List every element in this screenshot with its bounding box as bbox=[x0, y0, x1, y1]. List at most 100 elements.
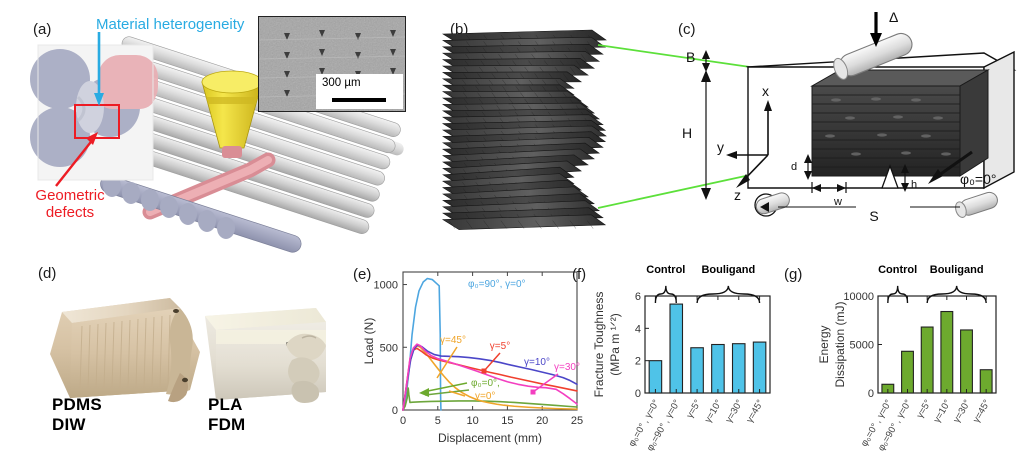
x-tick-label: 25 bbox=[571, 415, 583, 427]
material-heterogeneity-label: Material heterogeneity bbox=[96, 16, 245, 33]
load-curve-1 bbox=[402, 387, 578, 411]
extruded-filament bbox=[142, 152, 276, 220]
label-S: S bbox=[869, 208, 878, 224]
label-w: w bbox=[833, 196, 842, 208]
geometric-defects-line2: defects bbox=[45, 203, 95, 221]
x-axis-title: Displacement (mm) bbox=[438, 431, 542, 445]
bar bbox=[940, 310, 954, 394]
bar bbox=[648, 360, 663, 394]
bar bbox=[731, 343, 746, 394]
panel-d-label: (d) bbox=[38, 265, 57, 282]
specimen-pdms-diw bbox=[50, 298, 200, 403]
curve-label-leader bbox=[532, 373, 559, 393]
x-category-label: γ=45° bbox=[744, 398, 766, 425]
x-tick-label: 5 bbox=[435, 415, 441, 427]
x-tick-label: 15 bbox=[501, 415, 513, 427]
load-roller bbox=[833, 32, 913, 80]
dim-w bbox=[811, 182, 847, 193]
curve-annotation: γ=5° bbox=[490, 341, 510, 352]
support-roller-left bbox=[754, 192, 790, 217]
pla-label-line1: PLA bbox=[208, 395, 243, 414]
three-point-bend-schematic: Δ S bbox=[597, 9, 1017, 224]
label-axis-y: y bbox=[717, 139, 724, 155]
label-d: d bbox=[791, 161, 797, 173]
curve-annotation: γ=10° bbox=[524, 357, 550, 368]
curve-label-leader bbox=[424, 389, 470, 396]
defect-highlight-box bbox=[74, 104, 120, 139]
x-category-label: γ=10° bbox=[932, 398, 954, 425]
y-tick-label: 5000 bbox=[850, 340, 874, 352]
curve-annotation: φ₀=90°, γ=0° bbox=[468, 279, 526, 290]
dim-B bbox=[702, 50, 710, 72]
load-curve-4 bbox=[402, 344, 578, 411]
bar bbox=[690, 347, 704, 394]
bar bbox=[752, 341, 767, 394]
plot-frame bbox=[877, 295, 997, 394]
bar bbox=[669, 303, 684, 394]
load-curve-5 bbox=[402, 343, 578, 411]
x-category-label: γ=10° bbox=[703, 398, 725, 425]
pdms-label-line1: PDMS bbox=[52, 395, 102, 414]
bar bbox=[901, 350, 914, 394]
sem-scalebar-line bbox=[332, 98, 386, 102]
x-category-label: γ=5° bbox=[684, 398, 703, 420]
y-axis-title: Load (N) bbox=[362, 318, 376, 365]
phi0-arrow bbox=[928, 150, 973, 184]
sem-scalebar-label: 300 µm bbox=[322, 77, 361, 89]
curve-annotation: γ=30° bbox=[554, 362, 580, 373]
y-axis-title-line1: Energy bbox=[817, 325, 831, 363]
label-axis-x: x bbox=[762, 83, 769, 99]
pla-label-line2: FDM bbox=[208, 415, 245, 434]
foreground-rod-row bbox=[100, 175, 302, 253]
nozzle-icon bbox=[201, 70, 263, 158]
dim-h bbox=[901, 164, 909, 192]
y-axis-title-line1: Fracture Toughness bbox=[592, 292, 606, 398]
y-tick-label: 0 bbox=[868, 388, 874, 400]
bar bbox=[960, 329, 973, 394]
y-tick-label: 1000 bbox=[374, 280, 398, 292]
x-category-label: γ=30° bbox=[951, 398, 973, 425]
coordinate-axes bbox=[726, 100, 772, 188]
y-tick-label: 6 bbox=[635, 291, 641, 303]
curve-label-marker bbox=[530, 389, 536, 395]
material-heterogeneity-arrow bbox=[94, 32, 104, 106]
curve-annotation: γ=45° bbox=[440, 335, 466, 346]
y-tick-label: 500 bbox=[380, 342, 398, 354]
dim-H bbox=[701, 70, 711, 200]
panel-c: (c) bbox=[597, 0, 1024, 250]
group-label: Bouligand bbox=[930, 264, 984, 276]
panel-a-label: (a) bbox=[33, 21, 52, 38]
specimen-pla-fdm bbox=[205, 308, 326, 403]
sem-inset-image: 300 µm bbox=[258, 16, 406, 112]
y-tick-label: 10000 bbox=[843, 291, 874, 303]
plot-frame bbox=[402, 271, 578, 411]
y-axis-title-line2: (MPa m ¹ᐟ²) bbox=[608, 313, 622, 375]
panel-d: (d) bbox=[0, 250, 345, 467]
x-tick-label: 10 bbox=[466, 415, 478, 427]
label-H: H bbox=[682, 125, 692, 141]
panel-e-label: (e) bbox=[353, 266, 372, 283]
bouligand-structure-render bbox=[441, 29, 607, 230]
y-tick-label: 0 bbox=[635, 388, 641, 400]
panel-f-label-visible: (f) bbox=[572, 266, 587, 283]
pdms-label-line2: DIW bbox=[52, 415, 86, 434]
group-label: Bouligand bbox=[701, 264, 755, 276]
delta-arrow bbox=[870, 12, 882, 47]
dim-d bbox=[804, 154, 812, 180]
diw-printing-illustration bbox=[90, 36, 404, 253]
label-h: h bbox=[911, 179, 917, 191]
x-category-label: γ=30° bbox=[723, 398, 745, 425]
geometric-defects-label: Geometric defects bbox=[10, 187, 130, 222]
y-tick-label: 0 bbox=[392, 405, 398, 417]
x-category-label: γ=5° bbox=[915, 398, 934, 420]
notch bbox=[881, 164, 899, 189]
x-category-label: γ=45° bbox=[971, 398, 993, 425]
panel-b: (b) bbox=[420, 0, 670, 250]
label-B: B bbox=[686, 49, 695, 65]
label-delta: Δ bbox=[889, 9, 898, 25]
